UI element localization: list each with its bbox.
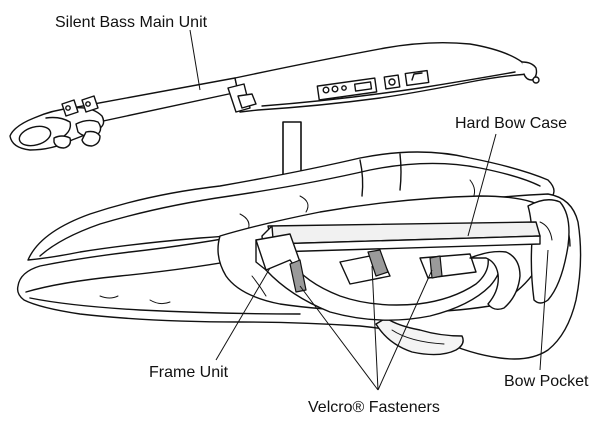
tuning-pegs (53, 95, 102, 149)
velcro-strap-3 (429, 255, 443, 279)
leader-bow-pocket (539, 249, 549, 371)
leader-velcro-1 (299, 285, 379, 391)
velcro-fasteners (289, 249, 443, 293)
leader-frame-unit (215, 267, 271, 361)
leader-velcro-3 (377, 269, 433, 391)
silent-bass-main-unit (9, 41, 540, 151)
end-pin (521, 61, 538, 81)
leader-bow-case (467, 133, 497, 237)
leader-lines (189, 29, 549, 391)
label-frame-unit: Frame Unit (149, 364, 229, 381)
label-bow-case: Hard Bow Case (455, 115, 567, 132)
label-velcro: Velcro® Fasteners (308, 399, 440, 416)
output-socket (404, 69, 430, 87)
label-main-unit: Silent Bass Main Unit (55, 14, 208, 31)
velcro-strap-1 (289, 259, 307, 293)
case-lid (27, 151, 555, 261)
velcro-strap-2 (367, 249, 389, 277)
leader-velcro-2 (371, 265, 379, 391)
leader-main-unit (189, 29, 201, 91)
label-bow-pocket: Bow Pocket (504, 373, 589, 390)
